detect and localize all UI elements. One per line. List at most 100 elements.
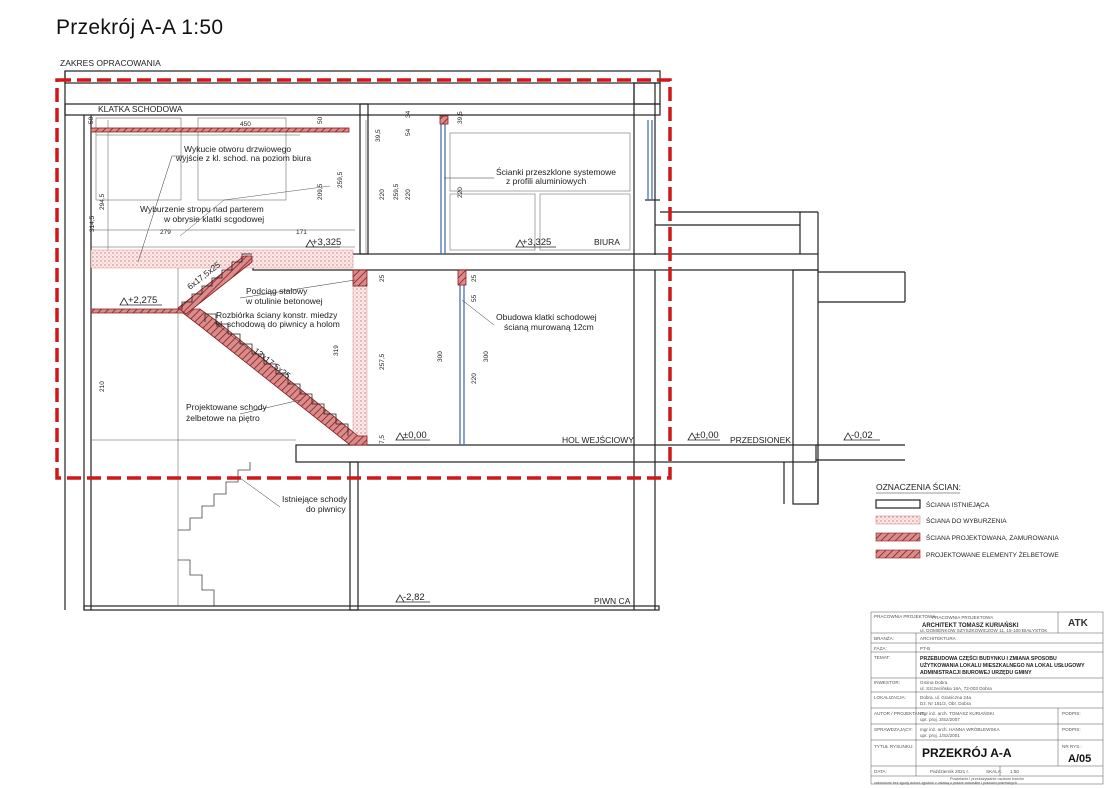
tb-inwestor-2: ul. Szczecińska 16A, 72-003 Dobra: [920, 686, 992, 691]
dim-279: 279: [160, 229, 171, 236]
tb-faza-label: FAZA:: [874, 646, 887, 651]
dim-395b: 39,5: [457, 111, 464, 124]
dim-25b: 25: [471, 274, 478, 282]
legend-label: ŚCIANA ISTNIEJĄCA: [926, 500, 990, 509]
dim-50a: 50: [88, 116, 95, 124]
stair-steps: [178, 253, 349, 606]
glass-partitions: [440, 120, 653, 445]
tb-temat-1: PRZEBUDOWA CZĘŚCI BUDYNKU I ZMIANA SPOSO…: [920, 655, 1057, 662]
dim-319: 319: [333, 345, 340, 356]
legend-title: OZNACZENIA ŚCIAN:: [876, 481, 961, 492]
tb-autor-2: upr. proj. 3/Sz/2007: [920, 717, 960, 722]
note-projektowane-2: żelbetowe na piętro: [186, 413, 260, 423]
dim-75: 7,5: [379, 435, 386, 444]
note-obudowa-2: ścianą murowaną 12cm: [504, 322, 594, 332]
dim-2575: 257,5: [379, 353, 386, 370]
dim-2095: 209,5: [317, 183, 324, 200]
dim-50b: 50: [317, 116, 324, 124]
level-markers: [119, 239, 880, 603]
tb-skala: 1:50: [1010, 769, 1019, 774]
dim-210: 210: [99, 381, 106, 392]
tb-logo: ATK: [1068, 618, 1089, 629]
tb-lokalizacja-2: Dz. Nr 151/2, Obr. Dobra: [920, 701, 971, 706]
dim-300a: 300: [437, 351, 444, 362]
dim-220d: 220: [471, 373, 478, 384]
tb-tytul: PRZEKRÓJ A-A: [922, 745, 1012, 760]
note-wyburzenie-1: Wyburzenie stropu nad parterem: [140, 204, 264, 214]
note-projektowane-1: Projektowane schody: [186, 402, 268, 412]
projected-elements: [90, 115, 467, 446]
note-wyburzenie-2: w obrysie klatki scgodowej: [163, 214, 264, 224]
level-000a: ±0,00: [403, 430, 427, 441]
level-3325a: +3,325: [312, 237, 341, 248]
dim-220c: 220: [457, 187, 464, 198]
tb-inwestor-1: Gmina Dobra: [920, 680, 948, 685]
legend-label: PROJEKTOWANE ELEMENTY ŻELBETOWE: [926, 550, 1059, 559]
legend-label: ŚCIANA DO WYBURZENIA: [926, 516, 1007, 525]
dim-54: 54: [405, 128, 412, 136]
dimensions: 450 50 50 279 171 314,5 294,5 210 209,5 …: [88, 110, 490, 444]
tb-lokalizacja-1: Dobra, ul. Graniczna 24a: [920, 695, 972, 700]
tb-office-name: PRACOWNIA PROJEKTOWA: [932, 615, 994, 620]
note-scianki-2: z profili aluminiowych: [506, 176, 587, 186]
room-biura: BIURA: [594, 237, 620, 247]
room-klatka: KLATKA SCHODOWA: [98, 104, 183, 114]
tb-sprawdzajacy-label: SPRAWDZAJĄCY:: [874, 727, 913, 732]
note-podciag-1: Podciąg stalowy: [246, 286, 308, 296]
dim-450: 450: [240, 121, 251, 128]
dim-220a: 220: [379, 189, 386, 200]
tb-podpis-label-1: PODPIS:: [1062, 711, 1081, 716]
note-istniejace-1: Istniejące schody: [282, 494, 348, 504]
tb-lokalizacja-label: LOKALIZACJA:: [874, 695, 906, 700]
tb-architect: ARCHITEKT TOMASZ KURIAŃSKI: [922, 621, 1019, 629]
existing-structure: [64, 70, 906, 611]
dim-300b: 300: [483, 351, 490, 362]
tb-skala-label: SKALA:: [986, 769, 1002, 774]
tb-branza-label: BRANŻA:: [874, 635, 894, 641]
level-2275: +2,275: [128, 295, 157, 306]
tb-data-label: DATA:: [874, 769, 887, 774]
tb-tytul-label: TYTUŁ RYSUNKU:: [874, 744, 913, 749]
legend-item-projected: ŚCIANA PROJEKTOWANA, ZAMUROWANIA: [875, 532, 1059, 542]
note-wykucie-1: Wykucie otworu drzwiowego: [184, 144, 291, 154]
level-000b: ±0,00: [695, 430, 719, 441]
note-scianki-1: Ścianki przeszklone systemowe: [496, 166, 616, 177]
title-block: [870, 611, 1104, 785]
tb-data: Październik 2021 r.: [930, 769, 969, 774]
level-282: -2,82: [403, 592, 425, 603]
tb-sprawdzajacy-2: upr. proj. 1/Sz/2001: [920, 733, 960, 738]
legend-item-existing: ŚCIANA ISTNIEJĄCA: [875, 499, 990, 509]
tb-inwestor-label: INWESTOR:: [874, 680, 900, 685]
tb-autor-1: mgr inż. arch. TOMASZ KURIAŃSKI: [920, 710, 994, 716]
tb-pracownia-label: PRACOWNIA PROJEKTOWA: [874, 614, 936, 619]
tb-temat-2: UŻYTKOWANIA LOKALU MIESZKALNEGO NA LOKAL…: [920, 662, 1085, 669]
tb-temat-3: ADMINISTRACJI BIUROWEJ URZĘDU GMINY: [920, 670, 1032, 676]
dim-55: 55: [471, 294, 478, 302]
room-hol: HOL WEJŚCIOWY: [562, 434, 634, 445]
tb-temat-label: TEMAT:: [874, 655, 890, 660]
legend-item-demolish: ŚCIANA DO WYBURZENIA: [875, 515, 1007, 525]
dim-220b: 220: [405, 189, 412, 200]
note-obudowa-1: Obudowa klatki schodowej: [496, 312, 597, 322]
level-3325b: +3,325: [522, 237, 551, 248]
note-wykucie-2: wyjście z kl. schod. na poziom biura: [175, 153, 311, 163]
room-przedsionek: PRZEDSIONEK: [730, 435, 791, 445]
level-002: -0,02: [851, 430, 873, 441]
tb-footer-1: Powielanie i przekazywanie osobom trzeci…: [950, 777, 1024, 781]
dim-34: 34: [405, 110, 412, 118]
note-rozbiorka-2: kl. schodową do piwnicy a holom: [216, 319, 340, 329]
note-istniejace-2: do piwnicy: [306, 504, 346, 514]
dim-2595b: 259,5: [393, 183, 400, 200]
legend-item-concrete: PROJEKTOWANE ELEMENTY ŻELBETOWE: [875, 549, 1059, 559]
tb-branza: ARCHITEKTURA: [920, 636, 957, 641]
tb-faza: PT-B: [920, 646, 930, 651]
dim-395a: 39,5: [375, 129, 382, 142]
page-title: Przekrój A-A 1:50: [56, 16, 224, 39]
dim-171: 171: [296, 229, 307, 236]
tb-podpis-label-2: PODPIS:: [1062, 727, 1081, 732]
legend: OZNACZENIA ŚCIAN: ŚCIANA ISTNIEJĄCA ŚCIA…: [875, 481, 1059, 559]
dim-25a: 25: [379, 274, 386, 282]
tb-footer-2: zabronione bez zgody autora zgodnie z us…: [874, 781, 1017, 785]
scope-boundary: [55, 78, 672, 480]
